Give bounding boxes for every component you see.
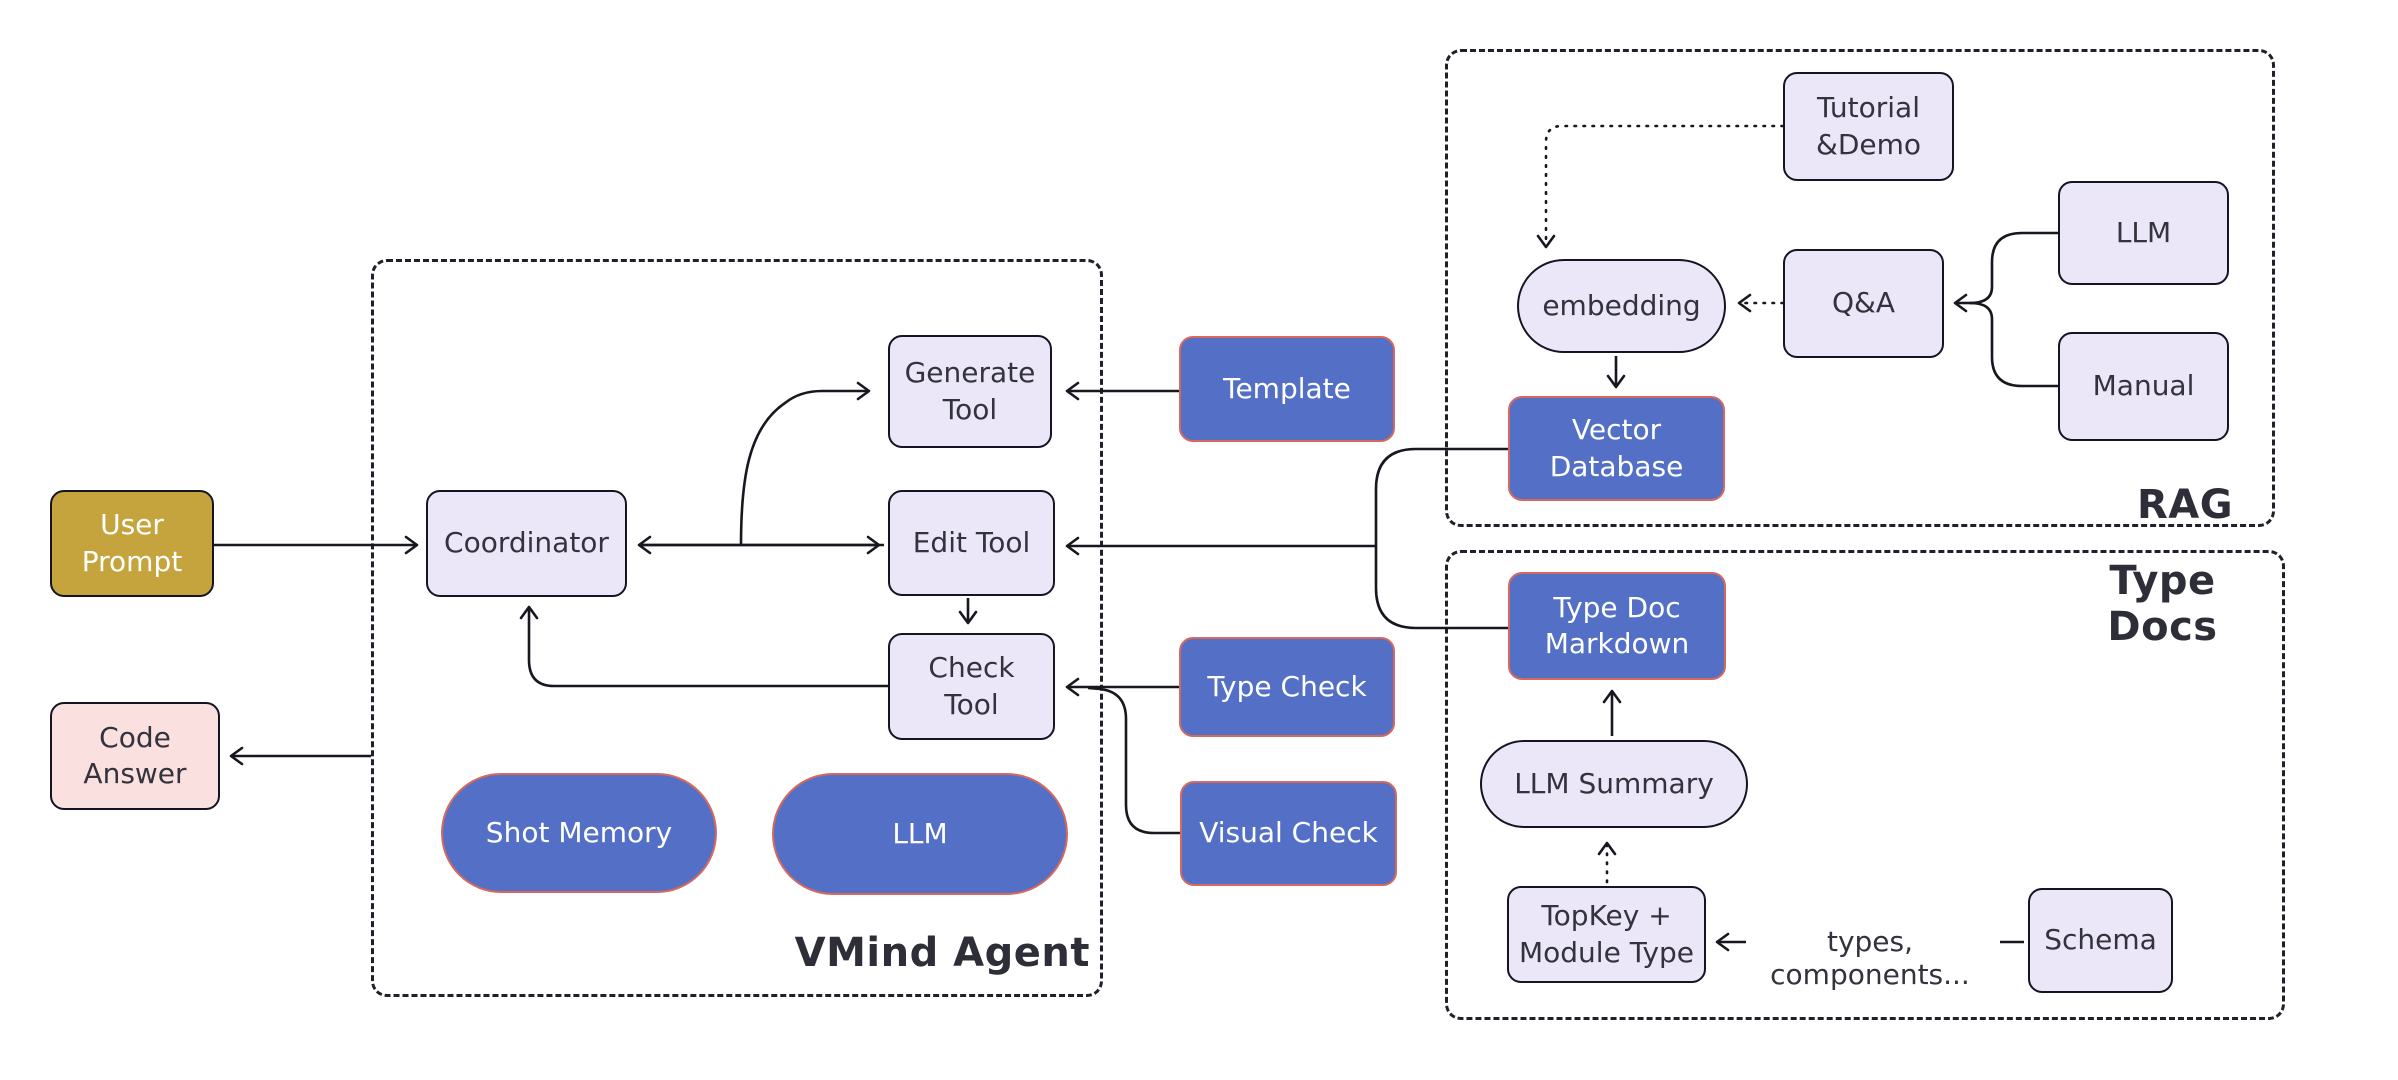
node-llm-rag: LLM [2058, 181, 2229, 285]
edge-label-types-components: types, components... [1770, 925, 1970, 991]
node-tutorial-demo: Tutorial &Demo [1783, 72, 1954, 181]
node-embedding: embedding [1517, 259, 1726, 353]
node-visual-check: Visual Check [1180, 781, 1397, 886]
edge-coordinator-to-generate [739, 381, 871, 546]
edge-visualcheck-join [1087, 686, 1180, 835]
node-schema: Schema [2028, 888, 2173, 993]
node-vector-database: Vector Database [1508, 396, 1725, 501]
node-user-prompt: User Prompt [50, 490, 214, 597]
node-manual: Manual [2058, 332, 2229, 441]
edge-typedoc-brace-bottom [1374, 546, 1508, 630]
edge-vectordb-brace-top [1374, 447, 1508, 546]
node-check-tool: Check Tool [888, 633, 1055, 740]
node-llm-agent: LLM [772, 773, 1068, 895]
group-rag [1445, 49, 2275, 527]
node-template: Template [1179, 336, 1395, 442]
label-type-docs: Type Docs [2107, 558, 2218, 650]
node-type-doc-markdown: Type Doc Markdown [1508, 572, 1726, 680]
label-rag: RAG [2136, 482, 2234, 528]
node-type-check: Type Check [1179, 637, 1395, 737]
node-llm-summary: LLM Summary [1480, 740, 1748, 828]
label-vmind-agent: VMind Agent [794, 930, 1090, 976]
node-code-answer: Code Answer [50, 702, 220, 810]
node-qa: Q&A [1783, 249, 1944, 358]
edge-check-to-coordinator [519, 605, 888, 688]
edge-manual-brace [1969, 301, 2058, 388]
edge-llm-brace [1969, 231, 2058, 305]
node-generate-tool: Generate Tool [888, 335, 1052, 448]
group-vmind-agent [371, 259, 1103, 997]
node-edit-tool: Edit Tool [888, 490, 1055, 596]
edge-tutorial-to-embedding [1536, 124, 1785, 249]
group-type-docs [1445, 550, 2285, 1020]
node-topkey-module-type: TopKey + Module Type [1507, 886, 1706, 983]
node-coordinator: Coordinator [426, 490, 627, 597]
node-shot-memory: Shot Memory [441, 773, 717, 893]
